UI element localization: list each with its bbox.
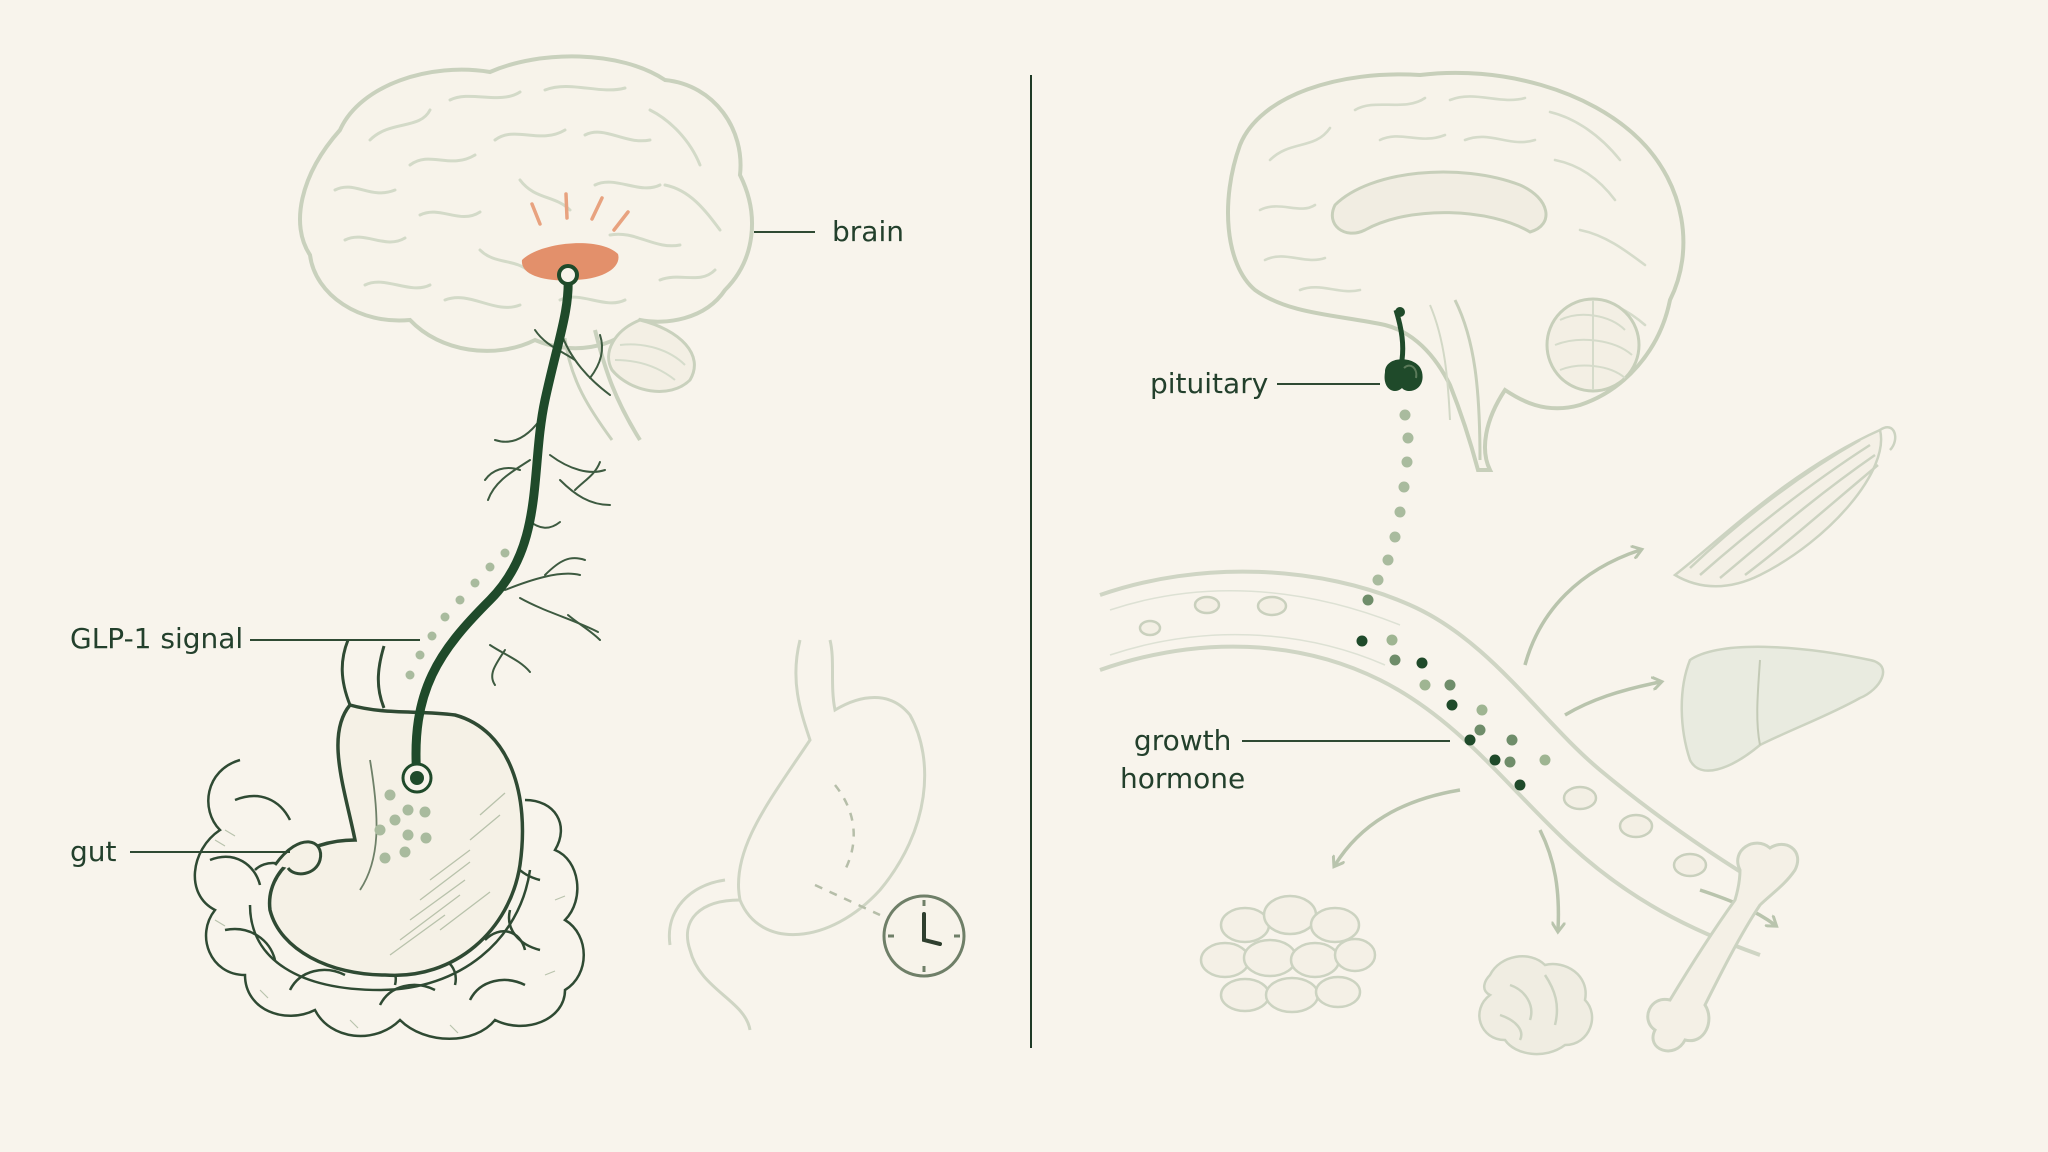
label-pituitary: pituitary	[1150, 367, 1269, 400]
pituitary-icon	[1384, 307, 1423, 392]
growth-hormone-dots	[1356, 409, 1551, 791]
glp1-dotted-path	[374, 548, 510, 864]
label-gut: gut	[70, 835, 117, 868]
label-glp1-signal: GLP-1 signal	[70, 622, 244, 655]
clock-icon	[882, 894, 966, 978]
leader-lines-left	[130, 231, 815, 853]
label-growth-hormone-line2: hormone	[1120, 762, 1246, 795]
fat-cells-icon	[1199, 894, 1377, 1014]
vagus-nerve-branches	[484, 329, 611, 686]
muscle-icon	[1672, 426, 1897, 588]
brain-icon	[298, 54, 754, 442]
glp1-signal-path	[401, 264, 579, 794]
label-growth-hormone-line1: growth	[1133, 724, 1232, 757]
stomach-icon	[248, 639, 532, 992]
label-brain: brain	[832, 215, 904, 248]
label-growth-hormone: growth hormone	[1120, 722, 1245, 798]
pancreas-icon	[1478, 955, 1594, 1056]
faded-stomach-icon	[667, 639, 927, 1031]
hypothalamus-highlight	[521, 192, 630, 281]
hormone-distribution-arrows	[1335, 550, 1775, 930]
liver-icon	[1680, 645, 1885, 772]
bone-icon	[1646, 841, 1799, 1053]
blood-cells	[1138, 595, 1708, 878]
intestine-hatching	[214, 829, 566, 1034]
sagittal-brain-icon	[1226, 70, 1686, 472]
leader-lines-right	[1242, 383, 1450, 742]
